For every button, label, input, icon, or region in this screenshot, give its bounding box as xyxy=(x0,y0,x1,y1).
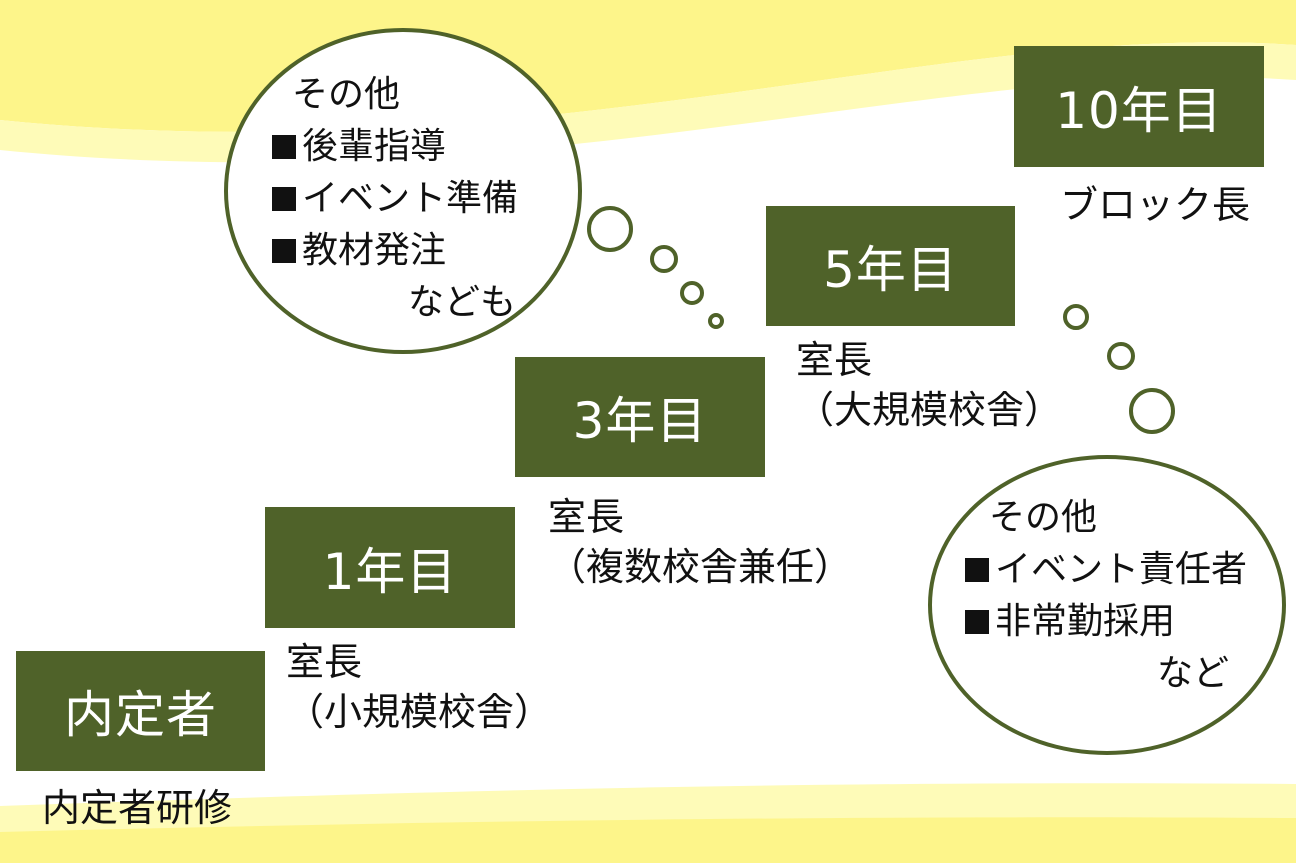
thought-dot xyxy=(587,206,633,252)
thought-dot xyxy=(680,281,704,305)
bubble-item: 教材発注 xyxy=(272,225,518,277)
thought-bubble-right-text: その他 イベント責任者 非常勤採用 など xyxy=(965,492,1247,700)
square-bullet-icon xyxy=(272,239,296,263)
step-caption-year-10: ブロック長 xyxy=(1060,180,1250,230)
thought-dot xyxy=(1107,342,1135,370)
square-bullet-icon xyxy=(965,610,989,634)
step-caption-year-3: 室長 （複数校舎兼任） xyxy=(548,492,852,592)
thought-bubble-left-text: その他 後輩指導 イベント準備 教材発注 なども xyxy=(272,69,518,329)
bubble-item: 後輩指導 xyxy=(272,121,518,173)
caption-line: 室長 xyxy=(796,338,873,382)
caption-line: ブロック長 xyxy=(1060,183,1251,227)
bubble-footer: なども xyxy=(408,282,517,323)
caption-line: （小規模校舎） xyxy=(286,690,553,734)
thought-dot xyxy=(1129,388,1175,434)
caption-line: 室長 xyxy=(286,640,363,684)
caption-line: （複数校舎兼任） xyxy=(548,545,853,589)
step-label: 内定者 xyxy=(64,686,217,744)
thought-dot xyxy=(650,245,678,273)
caption-line: 室長 xyxy=(548,495,625,539)
step-caption-year-1: 室長 （小規模校舎） xyxy=(286,637,552,737)
thought-dot xyxy=(708,313,724,329)
square-bullet-icon xyxy=(272,135,296,159)
step-year-5: 5年目 xyxy=(766,206,1015,326)
thought-bubble-right xyxy=(928,455,1286,755)
bubble-item: イベント準備 xyxy=(272,173,518,225)
step-label: 5年目 xyxy=(823,241,958,299)
step-naiteisha: 内定者 xyxy=(16,651,265,771)
bubble-footer: など xyxy=(1157,653,1230,694)
step-year-10: 10年目 xyxy=(1014,46,1264,167)
bubble-title: その他 xyxy=(989,497,1098,538)
step-year-1: 1年目 xyxy=(265,507,515,628)
bubble-item: イベント責任者 xyxy=(965,544,1247,596)
caption-line: 内定者研修 xyxy=(42,786,233,830)
step-caption-year-5: 室長 （大規模校舎） xyxy=(796,335,1062,435)
square-bullet-icon xyxy=(965,558,989,582)
step-label: 1年目 xyxy=(322,542,458,601)
step-caption-naiteisha: 内定者研修 xyxy=(42,783,232,833)
step-year-3: 3年目 xyxy=(515,357,765,477)
step-label: 10年目 xyxy=(1055,81,1223,140)
bubble-title: その他 xyxy=(292,74,401,115)
step-label: 3年目 xyxy=(572,392,708,450)
bubble-item: 非常勤採用 xyxy=(965,596,1247,648)
square-bullet-icon xyxy=(272,187,296,211)
caption-line: （大規模校舎） xyxy=(796,388,1063,432)
thought-dot xyxy=(1063,304,1089,330)
